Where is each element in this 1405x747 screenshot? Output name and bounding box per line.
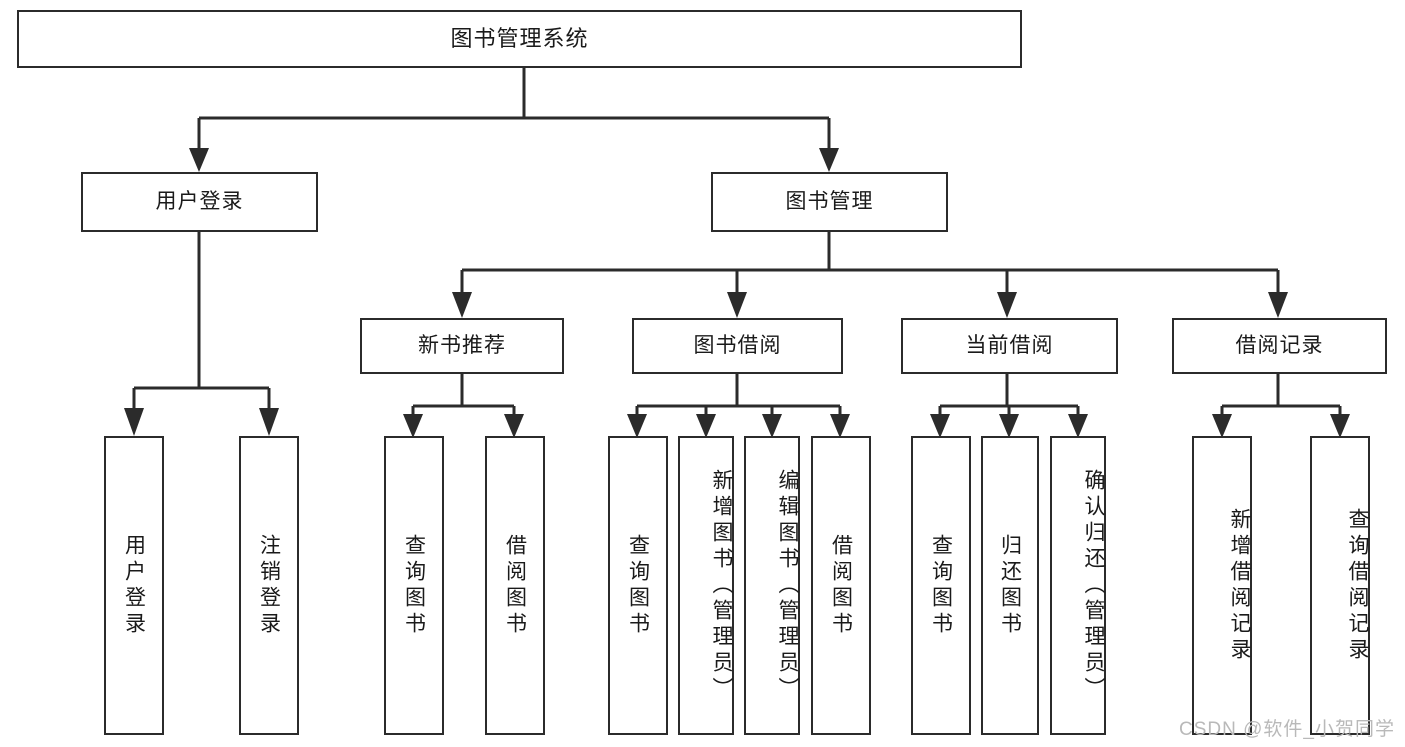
leaf-book-borrow-borrow[interactable]: 借阅图书 [811,436,871,735]
leaf-book-borrow-add[interactable]: 新增图书（管理员） [678,436,734,735]
arrow-current-borrow-leaf-1 [930,414,950,438]
arrow-user-login-leaf-2 [259,408,279,436]
arrow-book-borrow [727,292,747,318]
leaf-new-book-query[interactable]: 查询图书 [384,436,444,735]
node-book-manage[interactable]: 图书管理 [711,172,948,232]
leaf-borrow-record-query-label: 查询借阅记录 [1346,507,1369,664]
leaf-book-borrow-borrow-label: 借阅图书 [829,533,853,638]
arrow-borrow-record-leaf-2 [1330,414,1350,438]
node-current-borrow-label: 当前借阅 [965,334,1054,358]
arrow-user-login-leaf-1 [124,408,144,436]
leaf-current-borrow-query[interactable]: 查询图书 [911,436,971,735]
leaf-book-borrow-edit[interactable]: 编辑图书（管理员） [744,436,800,735]
leaf-book-borrow-query[interactable]: 查询图书 [608,436,668,735]
leaf-book-borrow-query-label: 查询图书 [626,533,650,638]
arrow-book-borrow-leaf-3 [762,414,782,438]
arrow-current-borrow-leaf-3 [1068,414,1088,438]
arrow-borrow-record [1268,292,1288,318]
node-book-borrow[interactable]: 图书借阅 [632,318,843,374]
leaf-new-book-borrow[interactable]: 借阅图书 [485,436,545,735]
leaf-current-borrow-confirm-label: 确认归还（管理员） [1082,468,1105,703]
arrow-user-login [189,148,209,172]
leaf-user-login-login[interactable]: 用户登录 [104,436,164,735]
node-new-book-recommend[interactable]: 新书推荐 [360,318,564,374]
arrow-new-book [452,292,472,318]
watermark-text: CSDN @软件_小贺同学 [1179,719,1395,740]
leaf-borrow-record-query[interactable]: 查询借阅记录 [1310,436,1370,735]
arrow-new-book-leaf-2 [504,414,524,438]
arrow-book-borrow-leaf-1 [627,414,647,438]
leaf-current-borrow-return-label: 归还图书 [998,533,1022,638]
leaf-new-book-query-label: 查询图书 [402,533,426,638]
arrow-book-borrow-leaf-2 [696,414,716,438]
node-book-borrow-label: 图书借阅 [693,334,782,358]
leaf-current-borrow-return[interactable]: 归还图书 [981,436,1039,735]
leaf-borrow-record-add[interactable]: 新增借阅记录 [1192,436,1252,735]
leaf-book-borrow-edit-label: 编辑图书（管理员） [776,468,799,703]
node-user-login[interactable]: 用户登录 [81,172,318,232]
node-borrow-record-label: 借阅记录 [1235,334,1324,358]
leaf-borrow-record-add-label: 新增借阅记录 [1228,507,1251,664]
leaf-new-book-borrow-label: 借阅图书 [503,533,527,638]
node-root-label: 图书管理系统 [450,25,589,51]
node-user-login-label: 用户登录 [155,190,244,214]
arrow-new-book-leaf-1 [403,414,423,438]
node-new-book-recommend-label: 新书推荐 [418,334,506,358]
leaf-current-borrow-query-label: 查询图书 [929,533,953,638]
arrow-book-borrow-leaf-4 [830,414,850,438]
arrow-borrow-record-leaf-1 [1212,414,1232,438]
leaf-user-login-logout-label: 注销登录 [257,533,281,638]
arrow-current-borrow [997,292,1017,318]
leaf-user-login-logout[interactable]: 注销登录 [239,436,299,735]
arrow-current-borrow-leaf-2 [999,414,1019,438]
leaf-current-borrow-confirm[interactable]: 确认归还（管理员） [1050,436,1106,735]
node-book-manage-label: 图书管理 [785,190,874,214]
node-root-system[interactable]: 图书管理系统 [17,10,1022,68]
leaf-user-login-login-label: 用户登录 [122,533,146,638]
node-current-borrow[interactable]: 当前借阅 [901,318,1118,374]
node-borrow-record[interactable]: 借阅记录 [1172,318,1387,374]
arrow-book-manage [819,148,839,172]
leaf-book-borrow-add-label: 新增图书（管理员） [710,468,733,703]
